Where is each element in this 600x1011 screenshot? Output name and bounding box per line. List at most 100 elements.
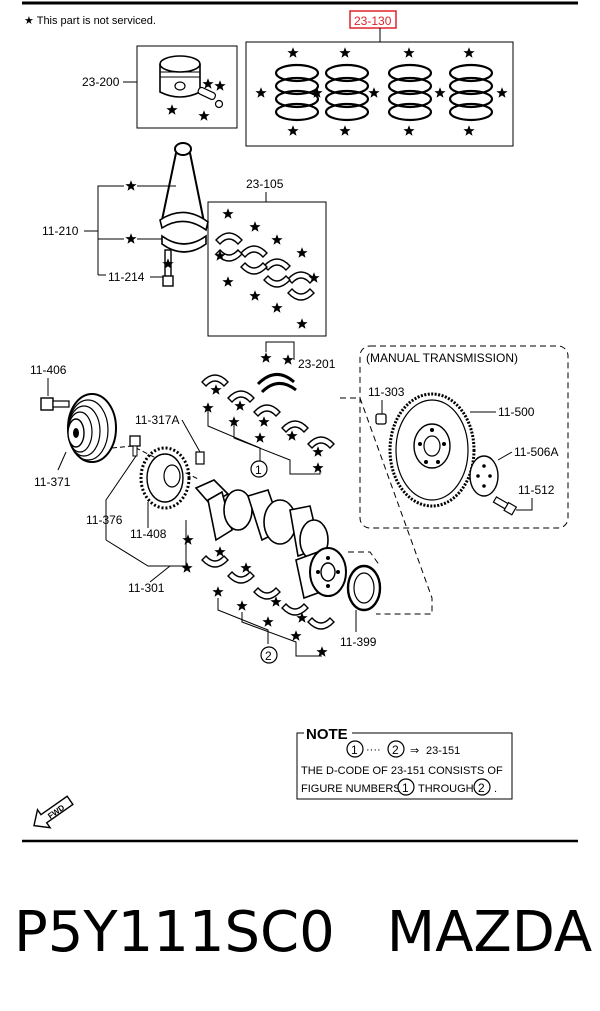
callout-23-201[interactable]: 23-201	[298, 357, 336, 371]
group-2-bracket	[217, 598, 269, 644]
note-line3-marker-1	[397, 778, 415, 796]
star-icon	[255, 87, 267, 98]
note-line-3b: THROUGH	[418, 783, 474, 795]
star-icon	[290, 630, 302, 641]
star-icon	[296, 318, 308, 329]
star-icon	[125, 233, 137, 244]
callout-11-371[interactable]: 11-371	[34, 475, 71, 489]
fwd-arrow-icon: FWD	[33, 795, 74, 829]
note-line3-marker-2	[473, 778, 491, 796]
star-icon	[182, 534, 194, 545]
star-icon	[463, 125, 475, 136]
note-seq-arrow: ⇒	[410, 745, 419, 757]
leader-11-317a	[181, 419, 201, 453]
leader-11-506a	[497, 451, 513, 461]
star-icon	[125, 180, 137, 191]
star-icon	[202, 78, 214, 89]
callout-11-512[interactable]: 11-512	[518, 483, 555, 497]
crankshaft-pulse-plate	[139, 446, 191, 510]
star-icon	[249, 221, 261, 232]
note-seq-dots: ····	[366, 744, 381, 756]
flywheel-plate	[469, 455, 499, 497]
leader-11-512	[516, 498, 533, 511]
callout-11-399[interactable]: 11-399	[340, 635, 377, 649]
note-line3-marker-2-text: 2	[478, 781, 485, 795]
manual-transmission-label: (MANUAL TRANSMISSION)	[366, 351, 518, 365]
group-1-bracket-b	[233, 424, 321, 475]
crankshaft-pulley	[67, 393, 117, 463]
woodruff-key	[195, 451, 205, 465]
star-icon	[222, 276, 234, 287]
callout-11-376[interactable]: 11-376	[86, 513, 123, 527]
note-title: NOTE	[306, 726, 348, 743]
star-icon	[339, 47, 351, 58]
note-marker-1	[346, 740, 364, 758]
star-icon	[212, 586, 224, 597]
leader-11-376	[105, 455, 137, 528]
pulse-plate-bolt	[129, 435, 141, 457]
star-icon	[198, 110, 210, 121]
star-icon	[368, 87, 380, 98]
callout-23-200[interactable]: 23-200	[82, 75, 120, 89]
callout-11-303[interactable]: 11-303	[368, 385, 405, 399]
star-icon	[254, 432, 266, 443]
star-icon	[262, 616, 274, 627]
callout-11-506a[interactable]: 11-506A	[514, 445, 558, 459]
callout-23-130[interactable]: 23-130	[354, 14, 392, 28]
callout-11-301[interactable]: 11-301	[128, 581, 165, 595]
callout-11-500[interactable]: 11-500	[498, 405, 535, 419]
part-number: P5Y111SC0	[14, 900, 335, 965]
star-icon	[286, 430, 298, 441]
star-icon	[463, 47, 475, 58]
star-icon	[316, 646, 328, 657]
piston-rings-box	[245, 41, 514, 147]
thrust-washers	[256, 373, 297, 394]
note-line-3c: .	[494, 783, 497, 795]
pilot-bearing	[375, 413, 387, 425]
piston-drawing	[159, 55, 224, 109]
flywheel-bolt	[492, 496, 518, 516]
callout-11-406[interactable]: 11-406	[30, 363, 67, 377]
star-icon	[434, 87, 446, 98]
star-icon	[282, 354, 294, 365]
flywheel-dashed-outline-b	[348, 551, 381, 567]
flywheel-dashed-outline	[340, 397, 433, 615]
star-icon	[287, 125, 299, 136]
star-icon	[496, 87, 508, 98]
flywheel	[388, 392, 476, 508]
note-line-2: THE D-CODE OF 23-151 CONSISTS OF	[301, 765, 503, 777]
note-seq-code: 23-151	[426, 745, 460, 757]
star-icon	[214, 80, 226, 91]
piston-assembly-box	[136, 45, 238, 129]
group-marker-1	[250, 460, 268, 478]
note-title-bg	[304, 725, 352, 741]
callout-23-105[interactable]: 23-105	[246, 177, 284, 191]
star-icon	[234, 400, 246, 411]
crankshaft	[194, 479, 347, 600]
star-icon	[312, 446, 324, 457]
callout-11-408[interactable]: 11-408	[130, 527, 167, 541]
note-marker-1-text: 1	[351, 743, 358, 757]
leader-23-201	[265, 341, 295, 360]
callout-11-210[interactable]: 11-210	[42, 224, 79, 238]
leader-11-301b	[149, 565, 171, 583]
brand-name: MAZDA	[386, 900, 593, 965]
star-icon	[258, 416, 270, 427]
star-icon	[236, 600, 248, 611]
rod-bearing-box	[207, 201, 327, 337]
star-icon	[181, 562, 193, 573]
star-icon	[296, 247, 308, 258]
manual-transmission-box	[359, 345, 569, 529]
star-icon	[312, 462, 324, 473]
star-icon	[339, 125, 351, 136]
note-marker-2	[387, 740, 405, 758]
star-icon	[271, 234, 283, 245]
callout-11-317a[interactable]: 11-317A	[135, 413, 179, 427]
note-line-3a: FIGURE NUMBERS	[301, 783, 401, 795]
leader-11-210	[84, 185, 124, 232]
group-marker-2-text: 2	[265, 649, 272, 663]
star-icon	[166, 104, 178, 115]
group-2-bracket-b	[241, 612, 322, 657]
callout-11-214[interactable]: 11-214	[108, 270, 145, 284]
